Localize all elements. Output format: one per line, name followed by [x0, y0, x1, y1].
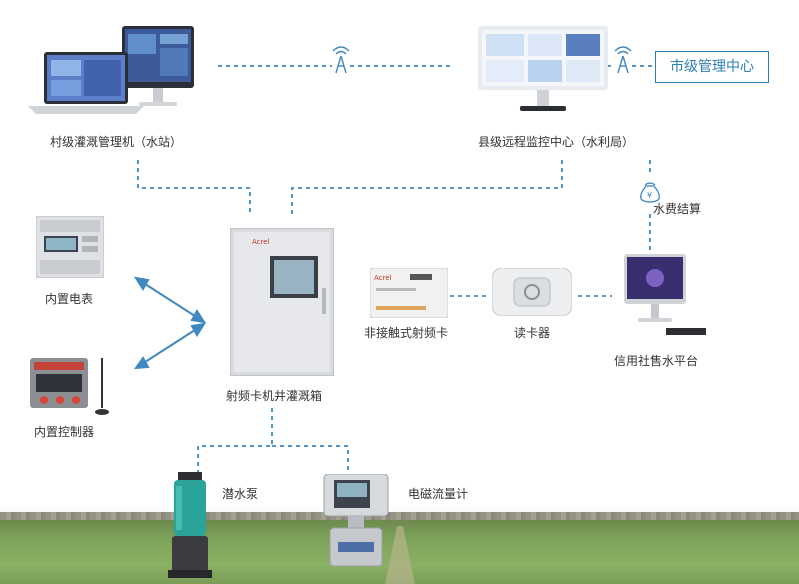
label-county-center: 县级远程监控中心（水利局） [478, 135, 635, 149]
svg-text:Acrel: Acrel [252, 238, 270, 246]
label-flowmeter: 电磁流量计 [408, 487, 469, 501]
label-rf-card: 非接触式射频卡 [364, 326, 449, 340]
irrigation-cabinet-icon: Acrel [229, 227, 335, 377]
label-meter: 内置电表 [45, 292, 94, 306]
arrowhead-controller [133, 356, 150, 370]
money-bag-icon: ¥ [640, 182, 660, 203]
county-monitor-icon [478, 22, 608, 118]
link-cabinet-pump [197, 408, 273, 472]
arrow-meter-cabinet [141, 281, 199, 319]
arrow-controller-cabinet [141, 327, 199, 365]
controller-device-icon [30, 352, 116, 418]
link-cabinet-flowmeter [272, 445, 349, 474]
link-village-cabinet [137, 160, 251, 216]
electromagnetic-flowmeter-icon [320, 473, 392, 570]
arrowhead-meter [133, 276, 150, 291]
submersible-pump-icon [166, 472, 216, 580]
label-card-reader: 读卡器 [514, 326, 551, 340]
arrowhead-cabinet-bottom [190, 322, 207, 337]
platform-computer-icon [618, 254, 710, 340]
antenna-icon-right [614, 46, 632, 74]
link-county-cabinet [291, 160, 563, 216]
antenna-icon-left [332, 46, 350, 74]
arrowhead-cabinet-top [190, 309, 207, 324]
city-management-center: 市级管理中心 [655, 51, 769, 83]
label-water-fee: 水费结算 [653, 202, 702, 216]
rf-card-icon: Acrel [369, 267, 449, 319]
label-cabinet: 射频卡机井灌溉箱 [226, 389, 323, 403]
card-reader-icon [491, 267, 573, 317]
label-controller: 内置控制器 [34, 425, 95, 439]
svg-text:Acrel: Acrel [374, 274, 392, 282]
village-computer-icon [24, 22, 194, 118]
svg-text:¥: ¥ [647, 191, 652, 200]
label-platform: 信用社售水平台 [614, 354, 699, 368]
electric-meter-icon [35, 215, 105, 279]
label-pump: 潜水泵 [222, 487, 259, 501]
label-village-mgmt: 村级灌溉管理机（水站） [50, 135, 183, 149]
